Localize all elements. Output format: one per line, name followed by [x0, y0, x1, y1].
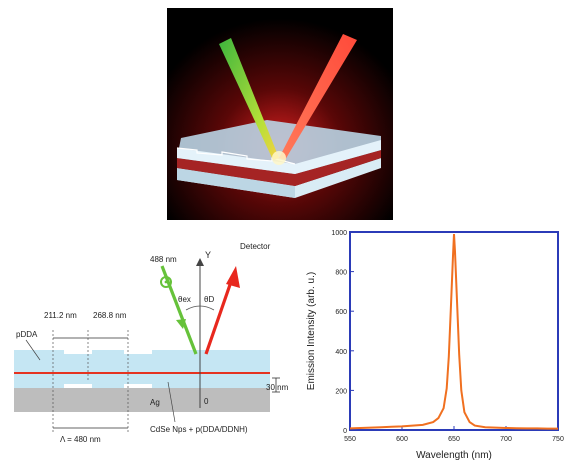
slab-emitter-film — [177, 150, 381, 186]
detector-beam — [204, 275, 235, 355]
plot-frame — [349, 231, 559, 431]
y-tick-label: 600 — [335, 309, 347, 316]
y-tick-label: 0 — [343, 428, 347, 435]
device-render — [167, 8, 393, 220]
x-tick-label: 550 — [344, 436, 356, 443]
composite-label: CdSe Nps + p(DDA/DDNH) — [150, 425, 248, 434]
laser-wavelength-label: 488 nm — [150, 255, 177, 264]
y-tick-label: 200 — [335, 388, 347, 395]
origin-label: 0 — [204, 397, 209, 406]
emission-chart: 550 600 650 700 750 0 200 400 600 800 1000 Emissio… — [306, 230, 564, 461]
x-tick-label: 650 — [448, 436, 460, 443]
y-tick-label: 400 — [335, 349, 347, 356]
x-tick-label: 700 — [500, 436, 512, 443]
detector-label: Detector — [240, 242, 271, 251]
y-axis-label: Y — [205, 250, 211, 260]
y-axis-title: Emission Intensity (arb. u.) — [306, 272, 317, 390]
emission-line — [349, 233, 558, 430]
green-excitation-beam — [219, 38, 279, 160]
composite-layer — [14, 350, 270, 388]
laser-488-beam — [160, 265, 198, 355]
pdda-label: pDDA — [16, 330, 38, 339]
thickness-label: 30 nm — [266, 383, 289, 392]
x-tick-label: 750 — [552, 436, 564, 443]
width2-label: 268.8 nm — [93, 311, 127, 320]
y-tick-label: 1000 — [331, 230, 347, 237]
x-tick-label: 600 — [396, 436, 408, 443]
cross-section-schematic: pDDA 211.2 nm 268.8 nm 488 nm Y Detector… — [14, 242, 289, 444]
x-axis-title: Wavelength (nm) — [416, 450, 492, 461]
ag-label: Ag — [150, 398, 160, 407]
period-label: Λ = 480 nm — [60, 435, 101, 444]
width1-label: 211.2 nm — [44, 311, 77, 320]
red-emission-beam — [279, 34, 357, 160]
theta-ex-label: θex — [178, 295, 191, 304]
y-tick-label: 800 — [335, 270, 347, 277]
beam-spot — [272, 151, 286, 165]
theta-d-label: θD — [204, 295, 214, 304]
ag-substrate — [14, 384, 270, 412]
